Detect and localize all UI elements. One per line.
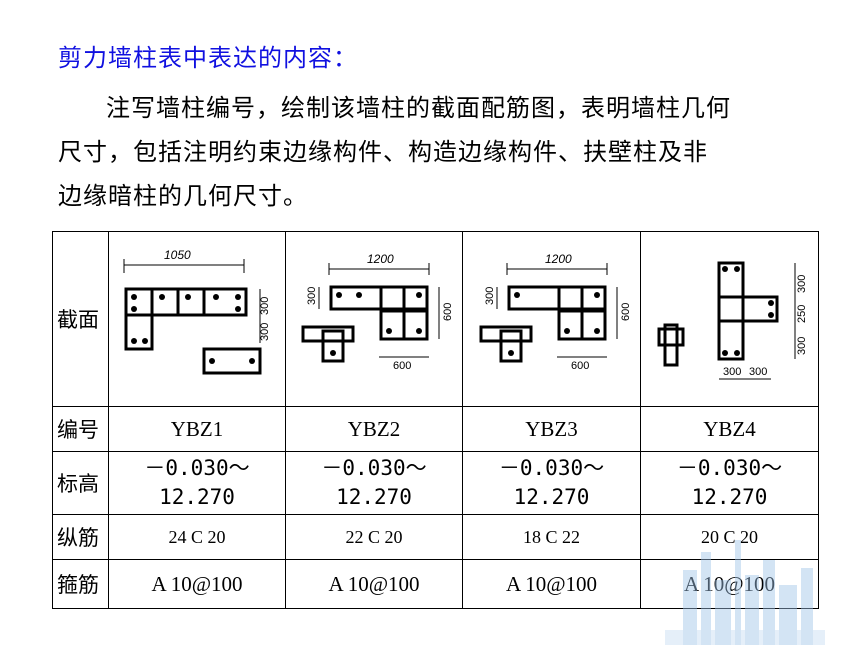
- section-drawing-ybz3: 1200 300 600 600: [462, 231, 641, 407]
- dim-label: 1200: [545, 252, 572, 266]
- column-id: YBZ3: [462, 406, 641, 452]
- row-header-elevation: 标高: [52, 451, 109, 515]
- dim-label: 300: [749, 366, 767, 378]
- dim-label: 300: [723, 366, 741, 378]
- elevation-bottom: 12.270: [691, 485, 768, 509]
- column-elevation: －0.030～ 12.270: [640, 451, 819, 515]
- dim-label: 300: [796, 275, 808, 293]
- wall-column-table: 截面 1050 300 300: [52, 231, 819, 609]
- elevation-top: －0.030～: [144, 456, 250, 480]
- dim-label: 300: [484, 287, 496, 305]
- elevation-top: －0.030～: [498, 456, 605, 480]
- ybz4-section-diagram: 300 250 300 300 300: [657, 261, 808, 380]
- column-stirrup: A 10@100: [108, 559, 286, 609]
- id-row: 编号 YBZ1 YBZ2 YBZ3 YBZ4: [52, 406, 819, 452]
- column-id: YBZ2: [285, 406, 463, 452]
- dim-label: 300: [259, 323, 271, 341]
- column-longitudinal: 20 C 20: [640, 514, 819, 560]
- column-stirrup: A 10@100: [462, 559, 641, 609]
- paragraph-line: 边缘暗柱的几何尺寸。: [58, 182, 308, 210]
- column-elevation: －0.030～ 12.270: [285, 451, 463, 515]
- stirrup-row: 箍筋 A 10@100 A 10@100 A 10@100 A 10@100: [52, 559, 819, 609]
- dim-label: 1050: [164, 248, 191, 262]
- dim-label: 300: [306, 287, 318, 305]
- dim-label: 600: [620, 303, 632, 321]
- column-stirrup: A 10@100: [285, 559, 463, 609]
- column-stirrup: A 10@100: [640, 559, 819, 609]
- ybz1-section-diagram: 1050 300 300: [123, 248, 271, 375]
- dim-label: 300: [259, 297, 271, 315]
- dim-label: 1200: [367, 252, 394, 266]
- section-drawing-ybz4: 300 250 300 300 300: [640, 231, 819, 407]
- dim-label: 600: [571, 360, 589, 372]
- description-paragraph: 注写墙柱编号，绘制该墙柱的截面配筋图，表明墙柱几何 尺寸，包括注明约束边缘构件、…: [58, 86, 828, 218]
- elevation-top: －0.030～: [321, 456, 427, 480]
- city-skyline-watermark: [665, 540, 825, 645]
- section-drawing-ybz2: 1200 300 600 600: [285, 231, 463, 407]
- dim-label: 300: [796, 337, 808, 355]
- elevation-top: －0.030～: [676, 456, 783, 480]
- row-header-longitudinal: 纵筋: [52, 514, 109, 560]
- ybz2-section-diagram: 1200 300 600 600: [301, 252, 454, 372]
- column-id: YBZ1: [108, 406, 286, 452]
- column-id: YBZ4: [640, 406, 819, 452]
- column-longitudinal: 18 C 22: [462, 514, 641, 560]
- dim-label: 600: [393, 360, 411, 372]
- paragraph-line: 尺寸，包括注明约束边缘构件、构造边缘构件、扶壁柱及非: [58, 138, 708, 166]
- heading: 剪力墙柱表中表达的内容：: [58, 44, 358, 72]
- column-elevation: －0.030～ 12.270: [462, 451, 641, 515]
- dim-label: 600: [442, 303, 454, 321]
- elevation-bottom: 12.270: [513, 485, 590, 509]
- elevation-row: 标高 －0.030～ 12.270 －0.030～ 12.270 －0.030～…: [52, 451, 819, 515]
- column-longitudinal: 24 C 20: [108, 514, 286, 560]
- ybz3-section-diagram: 1200 300 600 600: [479, 252, 632, 372]
- elevation-bottom: 12.270: [336, 485, 412, 509]
- longitudinal-bar-row: 纵筋 24 C 20 22 C 20 18 C 22 20 C 20: [52, 514, 819, 560]
- column-longitudinal: 22 C 20: [285, 514, 463, 560]
- dim-label: 250: [796, 305, 808, 323]
- section-row: 截面 1050 300 300: [52, 231, 819, 407]
- row-header-section: 截面: [52, 231, 109, 407]
- section-drawing-ybz1: 1050 300 300: [108, 231, 286, 407]
- row-header-id: 编号: [52, 406, 109, 452]
- paragraph-line: 注写墙柱编号，绘制该墙柱的截面配筋图，表明墙柱几何: [106, 94, 731, 122]
- column-elevation: －0.030～ 12.270: [108, 451, 286, 515]
- elevation-bottom: 12.270: [159, 485, 235, 509]
- row-header-stirrup: 箍筋: [52, 559, 109, 609]
